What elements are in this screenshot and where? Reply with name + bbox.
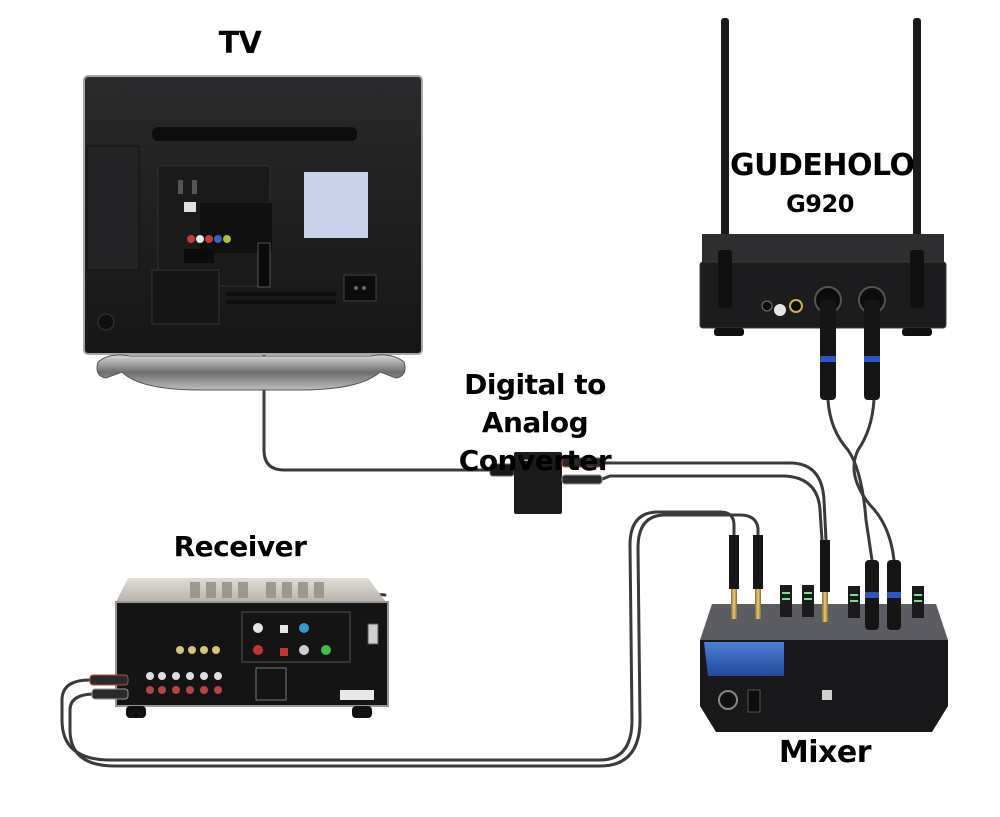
dac-label-line2: Converter: [458, 444, 612, 477]
rca-plug-2: [561, 474, 603, 485]
dac-device[interactable]: [489, 452, 603, 514]
tv-cover-plate: [151, 269, 220, 325]
receiver-power-switch: [367, 623, 379, 645]
mixer-device[interactable]: [700, 535, 948, 732]
tv-label: TV: [218, 26, 262, 61]
tv-hdmi-port-1: [178, 180, 183, 194]
rca-plug-1: [561, 457, 603, 468]
cable-mixer-to-receiver-2: [68, 513, 760, 768]
cable-mixer-to-receiver-1: [60, 510, 736, 762]
mixer-blue-panel: [704, 642, 784, 676]
xlr-plug-a: [820, 300, 836, 400]
tv-label-plate: [304, 172, 368, 238]
tv-stand: [96, 354, 406, 391]
tv-ethernet-port: [184, 202, 196, 212]
dc-input-jack: [761, 300, 773, 312]
receiver-serial-sticker: [340, 690, 374, 700]
antenna-base-left: [718, 250, 732, 308]
wireless-receiver-brand-label: GUDEHOLO: [730, 148, 915, 183]
cables: [60, 283, 896, 768]
mixer-power-input: [718, 690, 738, 710]
dac-label: Digital to Analog Converter: [410, 366, 660, 480]
mixer-usb-port: [822, 690, 832, 700]
xlr-plug-b: [864, 300, 880, 400]
receiver-top: [702, 234, 944, 264]
dac-logo: [521, 459, 531, 469]
tv-scart-port: [184, 249, 214, 263]
av-receiver-device[interactable]: [89, 578, 389, 718]
cable-tv-to-dac: [262, 283, 492, 472]
av-receiver-label: Receiver: [173, 530, 307, 563]
receiver-rca-plug-1: [89, 674, 129, 686]
receiver-chassis-top: [116, 578, 386, 602]
tv-side-panel: [86, 145, 140, 271]
tv-hdmi-port-2: [192, 180, 197, 194]
cert-sticker: [774, 304, 786, 316]
cable-xlr-2: [852, 398, 896, 562]
receiver-foot-right: [352, 706, 372, 718]
antenna-base-right: [910, 250, 924, 308]
receiver-vents: [190, 582, 324, 598]
mix-out-jack: [789, 299, 803, 313]
wireless-receiver-model-label: G920: [786, 190, 854, 218]
receiver-rca-inputs: [146, 646, 222, 694]
mixer-xlr-plugs: [865, 560, 901, 630]
cable-dac-to-mixer-2: [598, 474, 824, 542]
tv-vent-slot: [152, 127, 357, 141]
tv-device[interactable]: [83, 75, 423, 391]
cable-dac-to-mixer-1: [598, 461, 828, 542]
tv-av-jacks: [187, 235, 231, 243]
mixer-power-switch: [747, 689, 761, 713]
mixer-meter-leds: [782, 592, 922, 602]
receiver-foot-left: [126, 706, 146, 718]
mixer-jack-plugs: [729, 535, 830, 622]
tv-button: [97, 313, 115, 331]
dac-label-line1: Digital to Analog: [464, 368, 606, 439]
receiver-speaker-terminals: [241, 611, 351, 663]
tv-optical-plug: [257, 242, 271, 288]
cable-xlr-1: [826, 398, 874, 562]
mixer-label: Mixer: [778, 735, 872, 770]
tv-power-socket: [343, 274, 377, 302]
tv-vent-grille: [226, 292, 336, 304]
receiver-rca-plug-2: [91, 688, 129, 700]
wireless-mic-receiver-device[interactable]: [699, 18, 947, 400]
receiver-info-label: [255, 667, 287, 701]
